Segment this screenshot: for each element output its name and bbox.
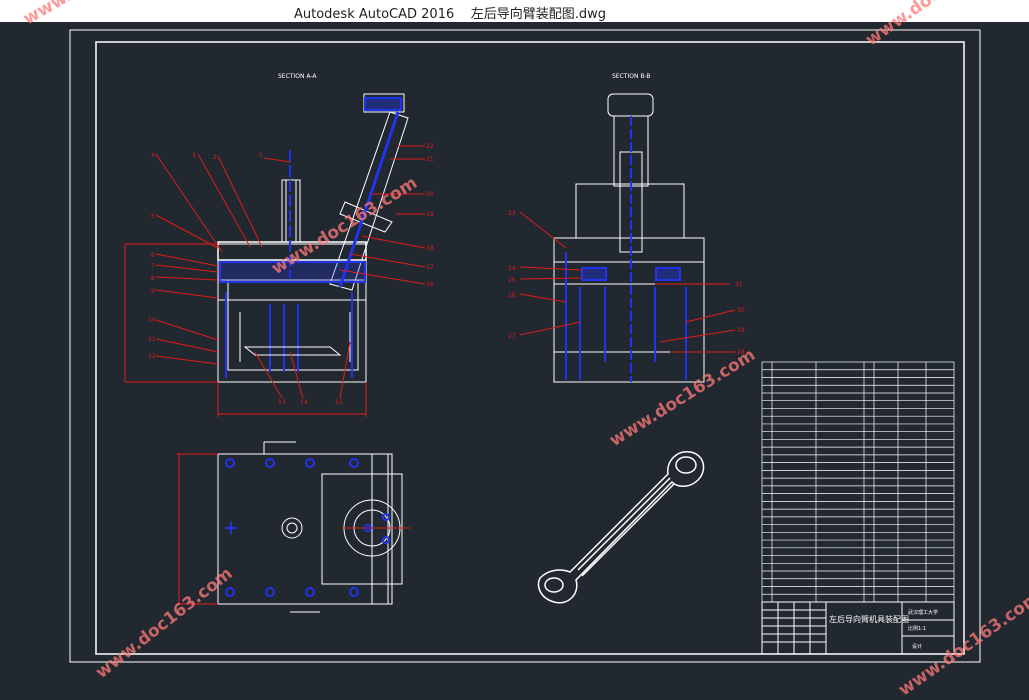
svg-text:3: 3	[192, 152, 196, 159]
section-a-view	[217, 93, 409, 383]
svg-text:29: 29	[737, 327, 745, 334]
section-b-leaders	[519, 211, 736, 353]
svg-text:23: 23	[508, 210, 516, 217]
outer-frame	[69, 29, 981, 663]
title-block-text: 左后导向臂机具装配图 武汉理工大学 比例1:1 设计	[829, 609, 938, 650]
inner-frame	[95, 41, 965, 655]
window-title: Autodesk AutoCAD 2016 左后导向臂装配图.dwg	[294, 3, 606, 22]
svg-text:11: 11	[148, 336, 156, 343]
svg-text:27: 27	[508, 333, 516, 340]
svg-text:24: 24	[508, 265, 516, 272]
cad-drawing: SECTION A-A	[69, 29, 981, 663]
plan-view-dimensions	[176, 441, 320, 613]
section-a-callouts: 4 3 2 1 5 6 7 8 9 10 11 12 22 21 20 19 1…	[148, 143, 434, 406]
section-a-label: SECTION A-A	[278, 73, 317, 80]
svg-text:9: 9	[151, 288, 155, 295]
svg-text:8: 8	[151, 275, 155, 282]
section-b-blue-parts	[565, 116, 687, 382]
bom-table	[761, 361, 955, 603]
svg-text:18: 18	[426, 245, 434, 252]
bom-border	[761, 361, 955, 603]
svg-text:14: 14	[300, 399, 308, 406]
section-b-label: SECTION B-B	[612, 73, 651, 80]
plan-view-bolts	[225, 458, 390, 597]
app-name: Autodesk AutoCAD 2016	[294, 7, 455, 22]
svg-text:17: 17	[426, 264, 434, 271]
svg-text:22: 22	[426, 143, 434, 150]
section-a-body	[217, 243, 367, 383]
svg-text:2: 2	[213, 154, 217, 161]
svg-text:31: 31	[735, 281, 743, 288]
svg-text:16: 16	[426, 281, 434, 288]
drawing-scale: 比例1:1	[908, 625, 926, 632]
section-a-leaders	[124, 145, 426, 417]
svg-text:25: 25	[508, 277, 516, 284]
svg-text:5: 5	[151, 213, 155, 220]
section-b-callouts: 23 24 25 26 27 31 30 29 28	[508, 210, 745, 356]
svg-text:10: 10	[148, 317, 156, 324]
svg-text:12: 12	[148, 353, 156, 360]
svg-text:28: 28	[737, 349, 745, 356]
svg-text:30: 30	[737, 307, 745, 314]
svg-text:1: 1	[259, 152, 263, 159]
school-name: 武汉理工大学	[908, 609, 938, 616]
title-block	[761, 601, 955, 655]
svg-text:20: 20	[426, 191, 434, 198]
window-title-bar: Autodesk AutoCAD 2016 左后导向臂装配图.dwg	[0, 0, 1029, 23]
plan-view	[217, 453, 410, 605]
svg-text:26: 26	[508, 292, 516, 299]
file-name: 左后导向臂装配图.dwg	[470, 7, 607, 22]
drawing-name: 左后导向臂机具装配图	[829, 614, 909, 624]
svg-text:7: 7	[151, 263, 155, 270]
link-arm-3d	[537, 451, 705, 604]
svg-text:21: 21	[426, 156, 434, 163]
svg-text:19: 19	[426, 211, 434, 218]
svg-text:15: 15	[335, 399, 343, 406]
svg-text:4: 4	[151, 152, 155, 159]
section-a-blue-parts	[219, 97, 402, 378]
svg-text:6: 6	[151, 252, 155, 259]
designer-label: 设计	[912, 643, 922, 650]
svg-text:13: 13	[278, 399, 286, 406]
